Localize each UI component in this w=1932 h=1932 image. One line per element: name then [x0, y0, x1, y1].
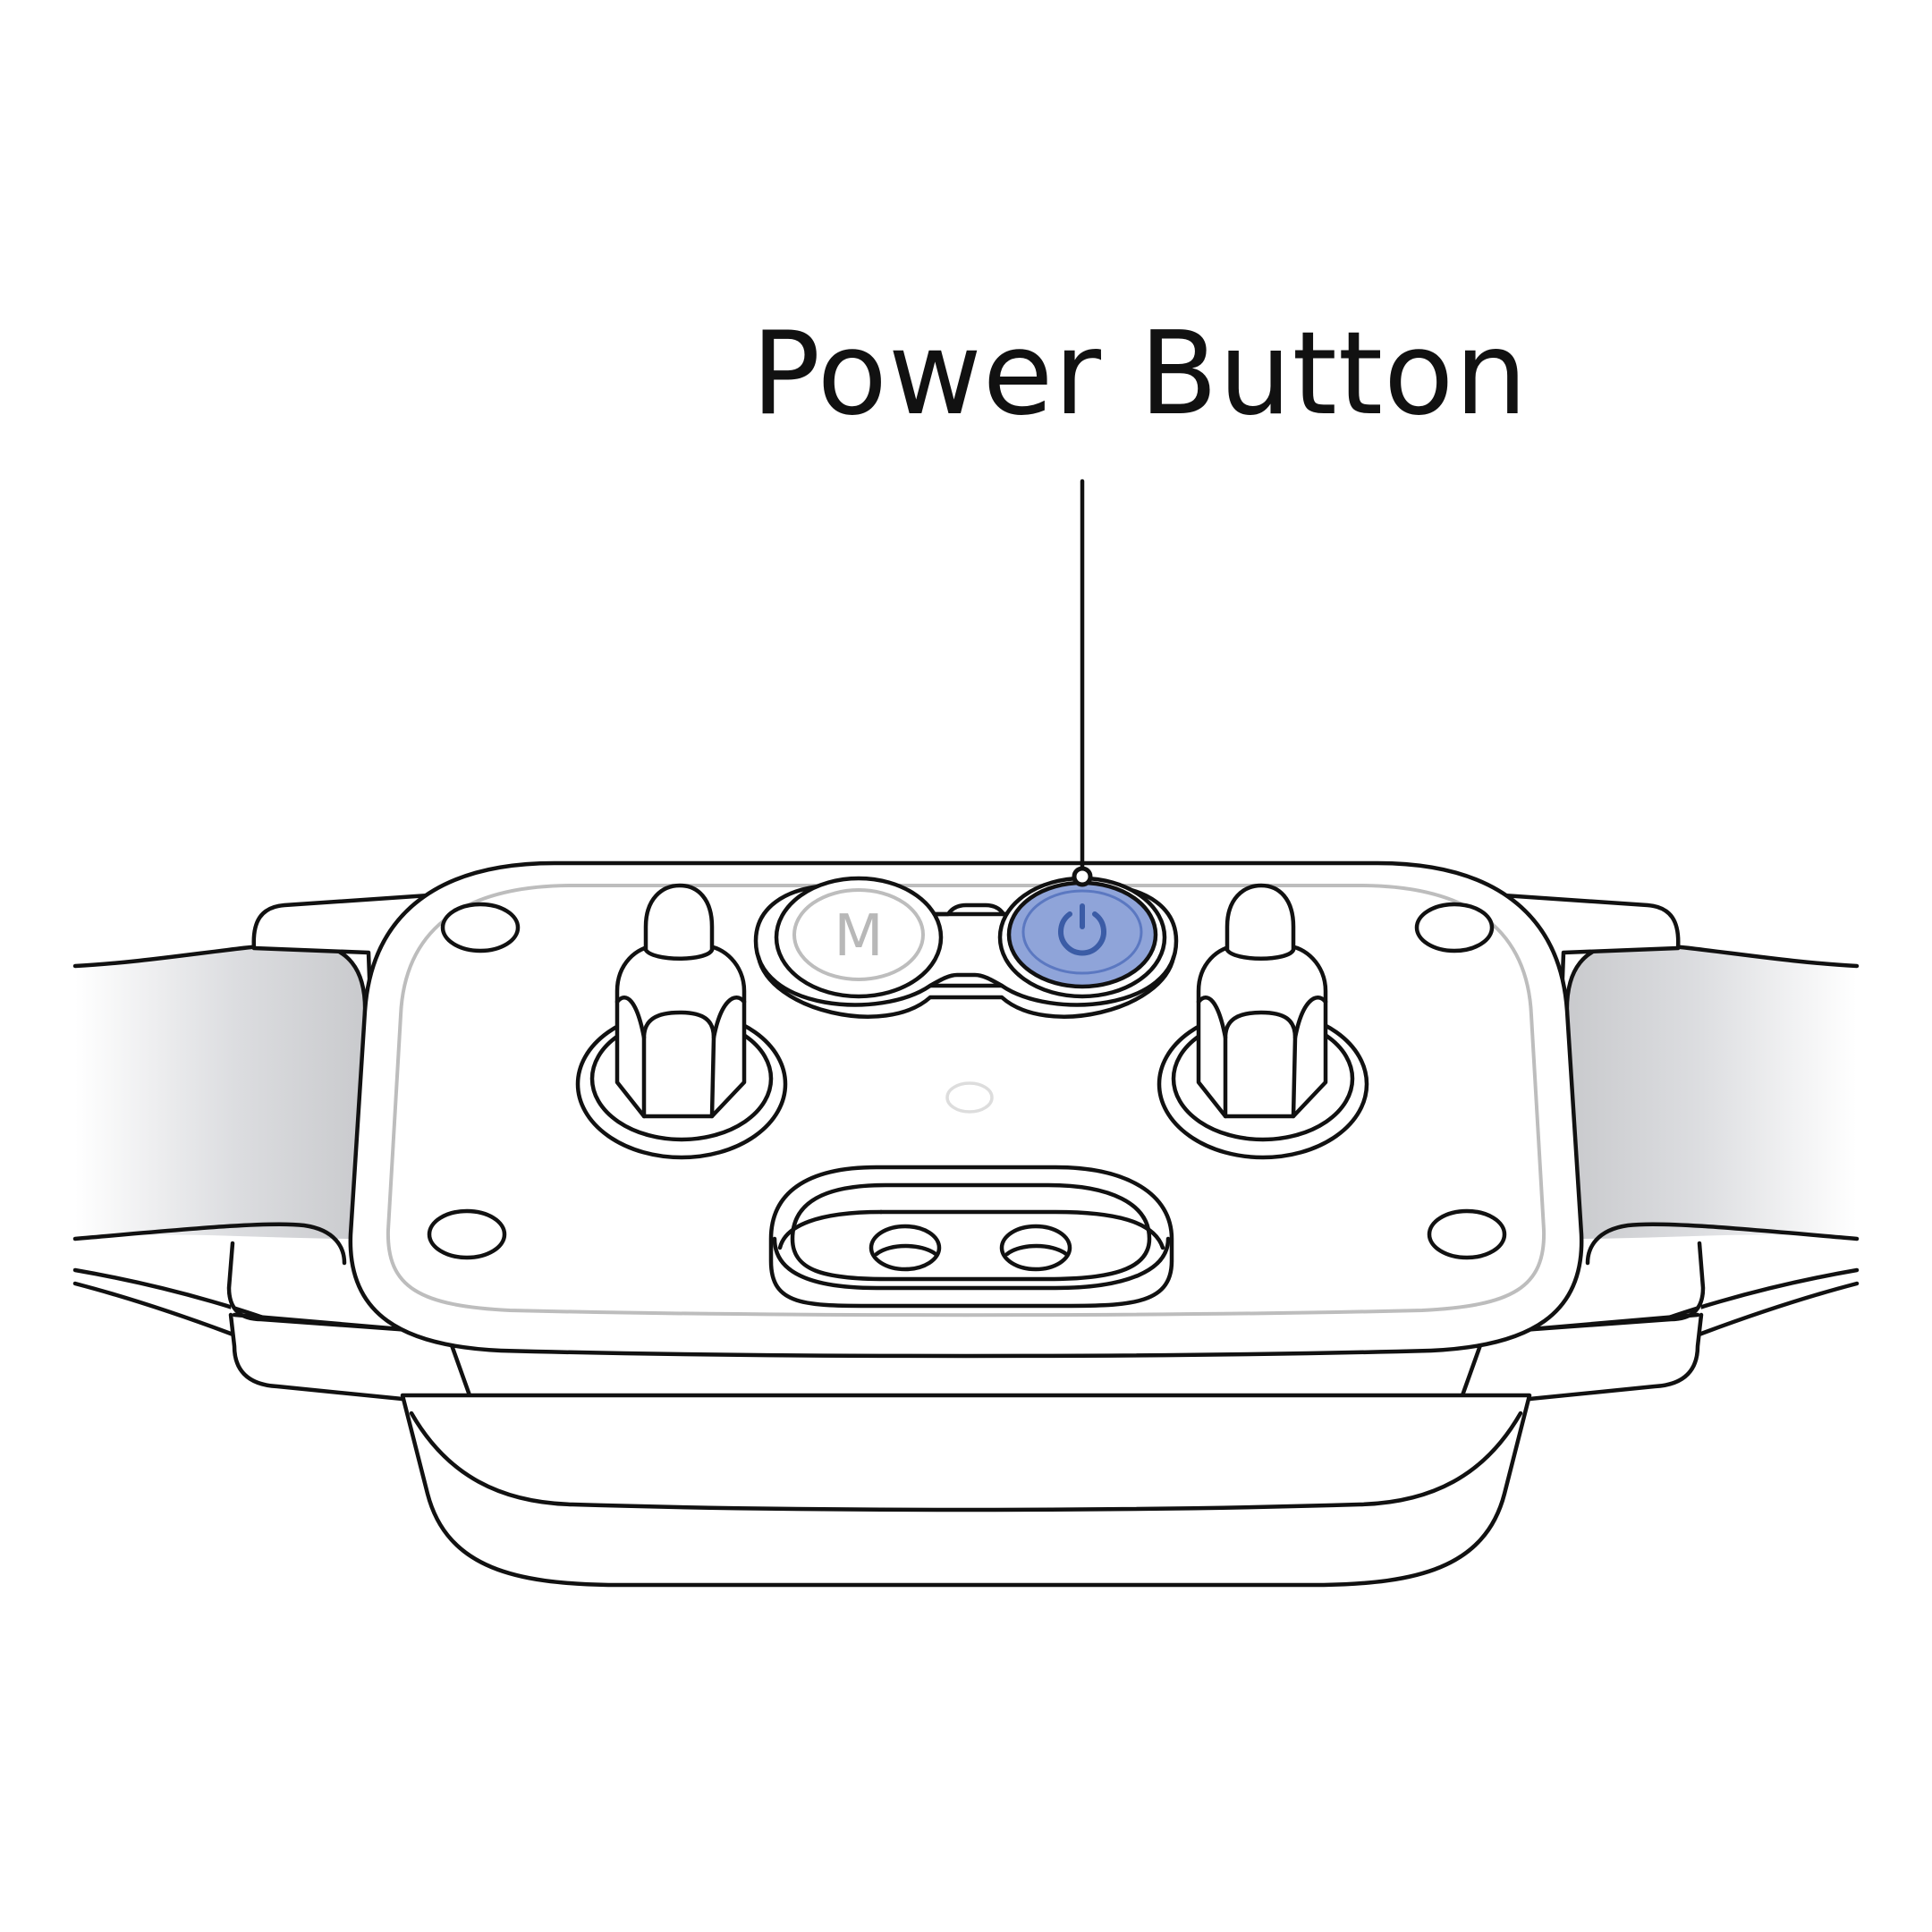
- power-icon: [1058, 903, 1106, 956]
- left-strap: [72, 941, 368, 1358]
- mode-button[interactable]: M: [774, 876, 944, 999]
- mode-button-icon: M: [834, 903, 883, 970]
- indicator-led: [945, 1081, 994, 1114]
- callout-label: Power Button: [751, 308, 1529, 441]
- charging-port: [768, 1165, 1174, 1309]
- screw-holes: [427, 902, 1507, 1260]
- right-strap: [1564, 941, 1860, 1358]
- left-contact-post: [575, 883, 788, 1160]
- lower-housing: [400, 1393, 1532, 1588]
- right-contact-post: [1157, 883, 1369, 1160]
- callout-leader: [1072, 479, 1093, 887]
- power-button[interactable]: [997, 876, 1167, 999]
